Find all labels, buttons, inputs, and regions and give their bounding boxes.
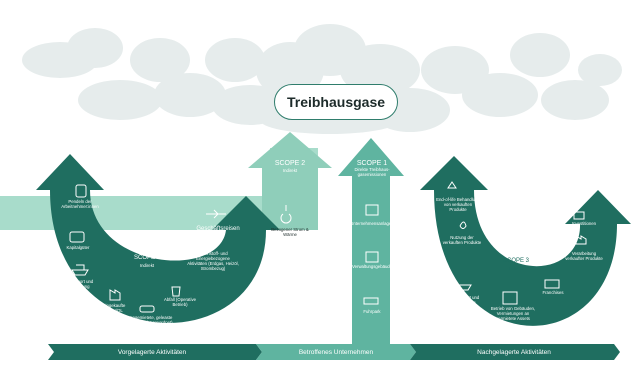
band-downstream-label: Nachgelagerte Aktivitäten xyxy=(477,349,551,356)
bus-icon xyxy=(69,231,85,243)
band-company xyxy=(256,344,416,360)
downstream-investments-label: Investitionen xyxy=(571,221,597,226)
recycle-icon xyxy=(447,181,457,189)
plane-icon xyxy=(206,209,226,219)
band-downstream xyxy=(410,344,620,360)
plug-icon xyxy=(280,205,292,224)
downstream-end-of-life-label: End-of-life Behandlung von verkauften Pr… xyxy=(436,197,480,212)
scope3-downstream-heading: SCOPE 3 xyxy=(502,258,529,264)
ship-icon xyxy=(71,264,89,276)
truck-icon xyxy=(363,297,379,305)
store-icon xyxy=(544,279,560,289)
downstream-processing-sold-label: Verarbeitung verkaufter Produkte xyxy=(565,251,603,261)
upstream-purchased-goods-label: Eingekaufte Güter/DL xyxy=(102,303,126,313)
scope1-vehicles-label: Fuhrpark xyxy=(363,309,381,314)
downstream-franchises-label: Franchises xyxy=(542,290,564,295)
fuel-icon xyxy=(205,233,215,245)
scope3-upstream-arrow xyxy=(36,154,280,324)
upstream-waste-label: Abfall (Operative Betrieb) xyxy=(163,297,196,307)
scope3-upstream-heading: SCOPE 3 xyxy=(133,255,160,261)
scope1-arrow xyxy=(338,138,404,345)
scope3-downstream-arrow xyxy=(420,156,631,326)
downstream-processing-label: Nutzung der verkauften Produkte xyxy=(442,235,482,245)
facility-icon xyxy=(365,204,379,216)
upstream-fuel-energy-label: Brennstoff- und Energiebezogene Aktivitä… xyxy=(187,251,239,271)
ship-icon-right xyxy=(454,284,472,291)
scope2-energy-label: Bezogener Strom & Wärme xyxy=(271,227,309,237)
scope3-downstream-subtitle: Indirekt xyxy=(508,266,524,271)
upstream-commuting-label: Pendeln der Arbeitnehmer:innen xyxy=(61,199,99,209)
scope2-subtitle: Indirekt xyxy=(282,168,298,173)
factory-icon-right xyxy=(575,235,587,245)
band-upstream xyxy=(48,344,262,360)
factory-icon xyxy=(109,289,121,301)
scope3-upstream-subtitle: Indirekt xyxy=(139,263,155,268)
scope1-subtitle: Direkte Treibhaus-gasemissionen xyxy=(354,167,390,177)
trash-icon xyxy=(171,286,181,297)
scope1-heading: SCOPE 1 xyxy=(356,160,388,167)
band-company-label: Betroffenes Unternehmen xyxy=(298,349,374,356)
money-icon xyxy=(573,211,585,220)
upstream-transport-label: Transport und Verteilung xyxy=(66,279,94,289)
building-icon xyxy=(365,251,379,263)
band-upstream-label: Vorgelagerte Aktivitäten xyxy=(117,349,187,356)
upstream-capital-goods-label: Kapitalgüter xyxy=(66,245,90,250)
page-title: Treibhausgase xyxy=(274,84,398,120)
scope1-buildings-label: Verwaltungsgebäude xyxy=(352,264,393,269)
cloud-layer xyxy=(22,24,622,134)
flame-icon xyxy=(459,221,467,229)
car-icon xyxy=(139,305,155,313)
downstream-transport-label: Transport und Verteilung xyxy=(452,295,480,305)
scope1-facilities-label: Unternehmensanlagen xyxy=(350,221,394,226)
downstream-leased-assets-label: Betrieb von Gebäuden, Vermietungen an ve… xyxy=(490,306,536,321)
scope2-heading: SCOPE 2 xyxy=(274,160,306,167)
upstream-leased-assets-label: Angemietete, geleaste Anlagen (Vorgeordn… xyxy=(129,315,173,325)
train-icon xyxy=(75,184,87,198)
scope2-arrow xyxy=(248,132,332,230)
office-icon xyxy=(502,291,518,305)
upstream-business-travel-label: Geschäftsreisen xyxy=(196,226,240,232)
